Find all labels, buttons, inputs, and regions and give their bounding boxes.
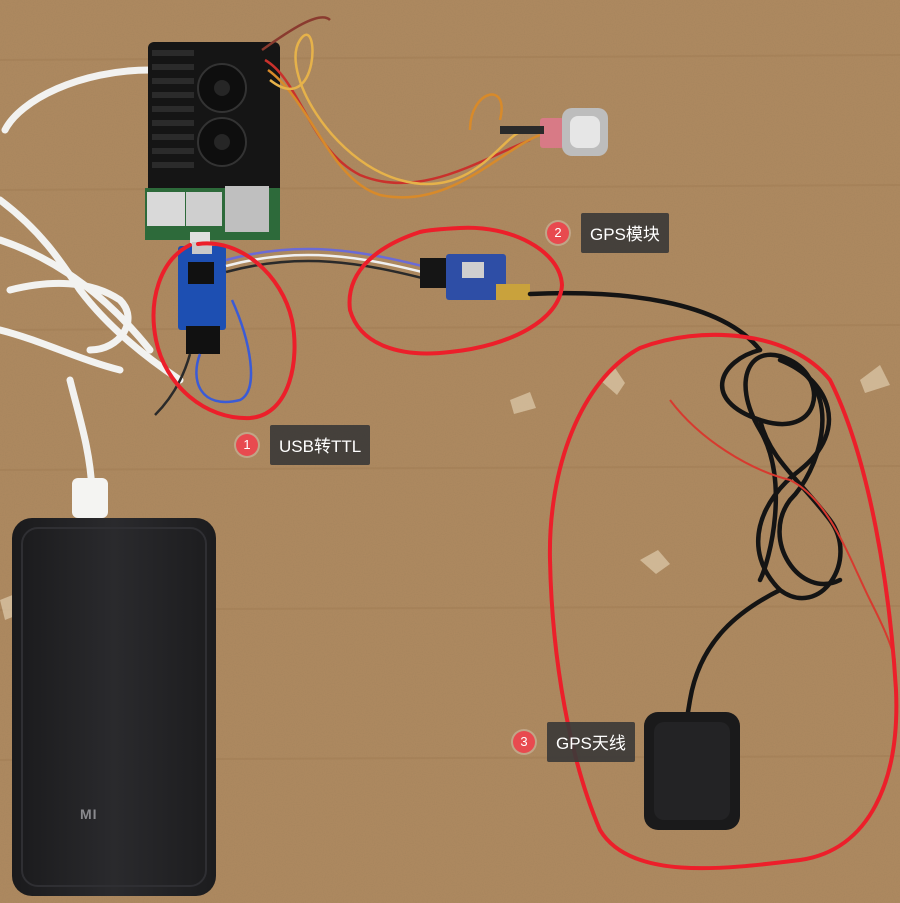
annotation-gps-module: 2 GPS模块 xyxy=(547,213,669,253)
gps-module-board xyxy=(420,254,530,300)
gps-antenna-puck xyxy=(644,712,740,830)
raspberry-pi-heatsink xyxy=(145,42,280,248)
usb-ttl-board xyxy=(178,242,226,354)
white-usb-cables xyxy=(0,66,184,494)
annotation-number-3: 3 xyxy=(513,731,535,753)
highlight-circles xyxy=(151,225,899,871)
highlight-circle-gps-antenna xyxy=(547,332,899,871)
annotation-gps-antenna: 3 GPS天线 xyxy=(513,722,635,762)
button-wires xyxy=(261,16,541,199)
highlight-circle-usb-ttl xyxy=(151,241,297,421)
annotation-number-2: 2 xyxy=(547,222,569,244)
power-bank-logo: MI xyxy=(80,806,98,822)
power-bank xyxy=(12,518,216,896)
annotation-label-usb-ttl: USB转TTL xyxy=(270,425,371,465)
annotation-number-1: 1 xyxy=(236,434,258,456)
red-tie-wire xyxy=(669,399,896,661)
annotation-label-gps-antenna: GPS天线 xyxy=(547,722,635,762)
annotation-label-gps-module: GPS模块 xyxy=(581,213,669,253)
metal-push-button xyxy=(500,108,608,156)
highlight-circle-gps-module xyxy=(347,225,565,356)
annotation-usb-ttl: 1 USB转TTL xyxy=(236,425,371,465)
usb-plug xyxy=(72,478,108,518)
